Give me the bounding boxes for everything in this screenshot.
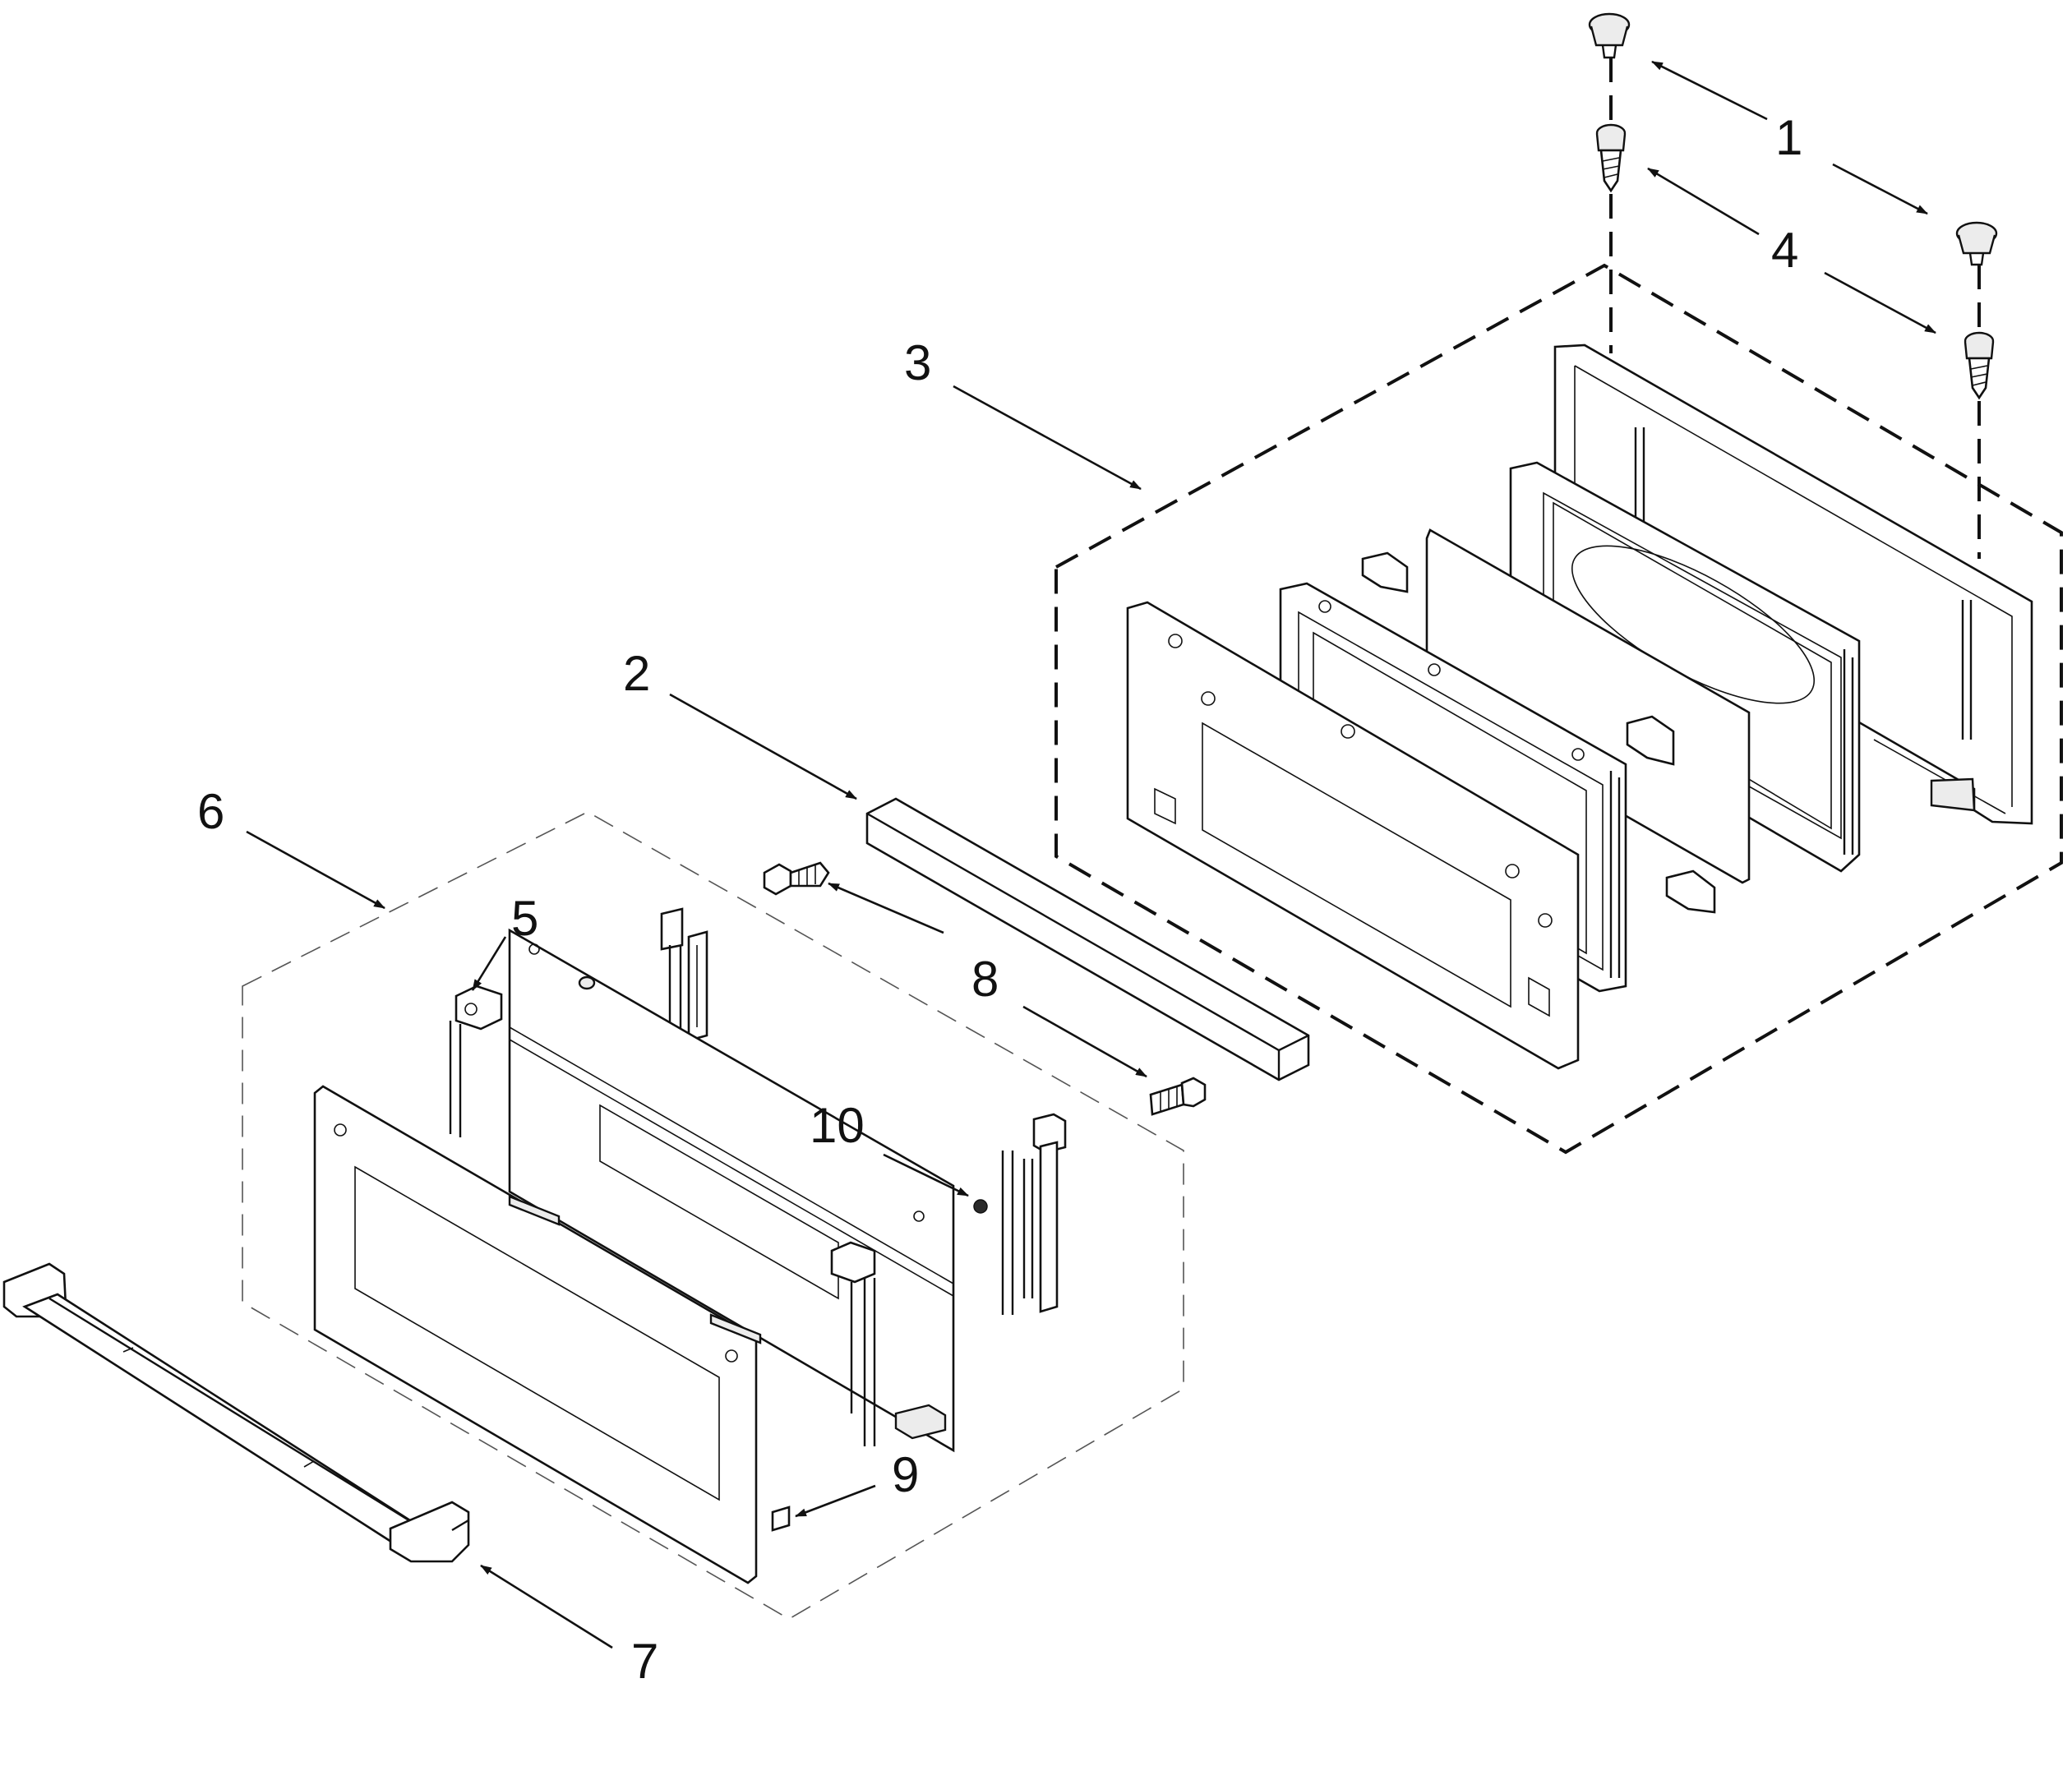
callout-4: 4 <box>1771 223 1798 278</box>
leader-4a <box>1647 167 1760 236</box>
screw-4b <box>1964 331 1995 400</box>
outer-door-glass <box>508 928 988 1453</box>
leader-6 <box>246 830 385 910</box>
leader-5 <box>471 936 507 991</box>
plug-1b <box>1955 221 1998 266</box>
choke-strip <box>865 797 1310 1081</box>
callout-8: 8 <box>971 952 999 1007</box>
callout-9: 9 <box>892 1447 919 1502</box>
leader-7 <box>480 1564 613 1649</box>
hinge-bracket-right <box>1001 1113 1067 1315</box>
leader-9 <box>795 1484 876 1518</box>
leader-3 <box>953 385 1142 491</box>
glass-clip <box>1665 869 1716 914</box>
callout-1: 1 <box>1775 110 1802 165</box>
pad-5a-hole <box>464 1003 478 1016</box>
assembly-3-boundary <box>1054 263 2063 1155</box>
leader-2 <box>669 693 857 800</box>
leader-4b <box>1824 271 1936 334</box>
pad-5b-posts <box>863 1278 876 1446</box>
pad-5a <box>455 985 503 1031</box>
leader-8a <box>828 882 944 934</box>
glass-clip <box>1626 715 1675 766</box>
plug-1a <box>1588 12 1631 59</box>
glass-clip <box>1361 551 1409 593</box>
screw-8b <box>1149 1077 1207 1116</box>
callout-3: 3 <box>904 335 931 390</box>
leader-8b <box>1022 1005 1147 1078</box>
door-handle <box>2 1262 470 1563</box>
leader-1a <box>1651 60 1768 121</box>
callout-2: 2 <box>623 646 650 701</box>
leader-1b <box>1832 163 1928 215</box>
screw-8a <box>763 861 830 896</box>
callout-5: 5 <box>511 891 538 946</box>
leader-10 <box>883 1153 969 1197</box>
callout-7: 7 <box>631 1634 658 1689</box>
hinge-bracket-left <box>660 907 708 1052</box>
pad-9 <box>771 1506 791 1532</box>
screw-4a <box>1595 123 1627 193</box>
pad-5a-posts <box>449 1021 462 1137</box>
door-inner-panel <box>1126 601 1580 1070</box>
pad-5b <box>830 1241 876 1284</box>
callout-6: 6 <box>197 784 224 839</box>
outer-door-front <box>313 1085 762 1584</box>
door-back-frame <box>1553 344 2033 825</box>
callout-10: 10 <box>810 1098 865 1153</box>
